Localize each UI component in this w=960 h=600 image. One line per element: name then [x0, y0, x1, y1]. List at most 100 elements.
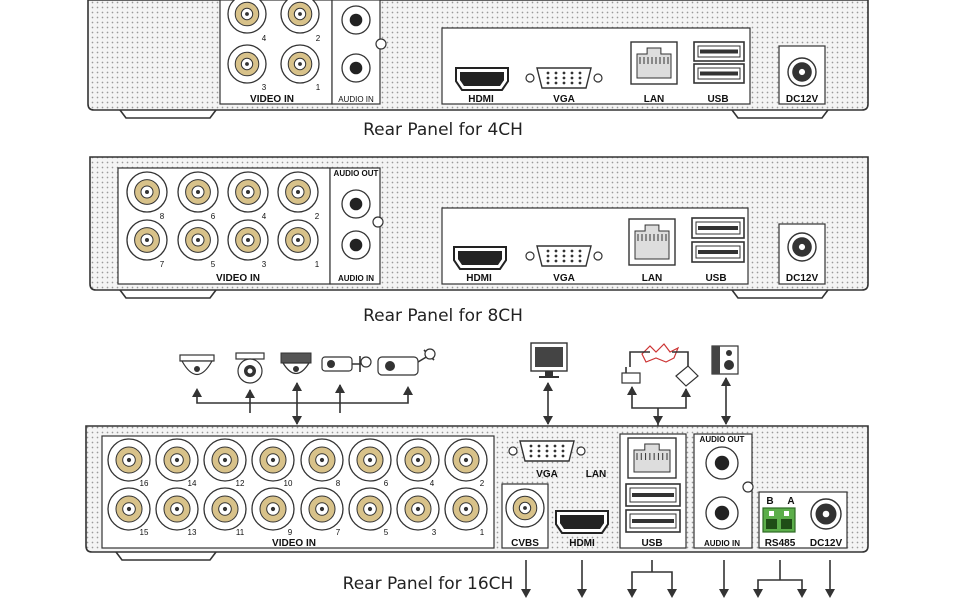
hdmi-label: HDMI: [468, 94, 494, 105]
ch16-num: 10: [284, 479, 293, 488]
audio-in-label: AUDIO IN: [338, 95, 374, 104]
usb-port: [693, 63, 745, 84]
arrowhead: [667, 589, 677, 598]
hdmi-port: [455, 67, 509, 91]
ch16-num: 4: [430, 479, 435, 488]
arrowhead: [577, 589, 587, 598]
audio-in-label: AUDIO IN: [338, 274, 374, 283]
audio-in-label: AUDIO IN: [704, 539, 740, 548]
rca-connector: [341, 5, 371, 35]
arrowhead: [543, 416, 553, 425]
usb-port: [625, 483, 681, 507]
bnc-connector: [251, 487, 295, 531]
audio-out-label: AUDIO OUT: [700, 435, 745, 444]
ch16-num: 5: [384, 528, 389, 537]
connection-lines-top: [196, 378, 727, 426]
ch4-num: 4: [262, 34, 267, 43]
bnc-connector: [107, 487, 151, 531]
usb-port: [625, 509, 681, 533]
ch8-num: 8: [160, 212, 165, 221]
ch8-num: 2: [315, 212, 320, 221]
dc12v-label: DC12V: [786, 94, 819, 105]
rca-connector: [341, 53, 371, 83]
rs485-b-label: B: [766, 496, 773, 507]
bnc-connector: [126, 171, 168, 213]
ch8-num: 6: [211, 212, 216, 221]
ch16-numbers-bottom: 15 13 11 9 7 5 3 1: [140, 528, 485, 537]
bnc-connector: [177, 171, 219, 213]
arrowhead: [721, 377, 731, 386]
arrowhead: [825, 589, 835, 598]
ch16-num: 1: [480, 528, 485, 537]
caption-8ch: Rear Panel for 8CH: [363, 306, 523, 326]
vga-port: [508, 440, 586, 462]
ch16-num: 13: [188, 528, 197, 537]
video-in-label: VIDEO IN: [216, 273, 260, 284]
arrowhead: [653, 416, 663, 425]
turret-camera-icon: [280, 352, 312, 375]
hdmi-port: [555, 510, 609, 534]
usb-port: [693, 41, 745, 62]
lan-port: [628, 218, 676, 266]
dome-camera-icon: [179, 354, 215, 376]
ch8-num: 7: [160, 260, 165, 269]
laptop-icon: [675, 365, 699, 387]
bnc-connector: [227, 44, 267, 84]
caption-16ch: Rear Panel for 16CH: [343, 574, 514, 594]
bnc-connector: [300, 438, 344, 482]
ch8-num: 4: [262, 212, 267, 221]
video-in-label: VIDEO IN: [272, 538, 316, 549]
dc12v-label: DC12V: [786, 273, 819, 284]
bnc-connector: [107, 438, 151, 482]
usb-port: [691, 217, 745, 239]
lan-label: LAN: [586, 469, 607, 480]
arrowhead: [753, 589, 763, 598]
bnc-connector: [203, 487, 247, 531]
usb-label: USB: [705, 273, 726, 284]
bnc-connector: [227, 171, 269, 213]
bnc-connector: [155, 487, 199, 531]
bnc-connector: [126, 219, 168, 261]
arrowheads-bottom: [521, 589, 835, 598]
rs485-label: RS485: [765, 538, 796, 549]
lan-label: LAN: [644, 94, 665, 105]
rs485-terminal: [762, 507, 796, 533]
vga-label: VGA: [536, 469, 558, 480]
ch16-num: 15: [140, 528, 149, 537]
bnc-connector: [348, 487, 392, 531]
bnc-connector: [177, 219, 219, 261]
panel-4ch: 4 2 3 1 VIDEO IN AUDIO IN HDMI VGA LAN U…: [87, 0, 869, 119]
ch16-num: 3: [432, 528, 437, 537]
dc12v-label: DC12V: [810, 538, 843, 549]
ch8-num: 1: [315, 260, 320, 269]
bnc-connector: [251, 438, 295, 482]
rca-connector: [341, 230, 371, 260]
arrowhead: [627, 589, 637, 598]
ch16-num: 14: [188, 479, 197, 488]
router-icon: [621, 367, 641, 384]
connectors: [107, 0, 842, 534]
bnc-connector: [277, 219, 319, 261]
bnc-connector: [280, 0, 320, 34]
ch16-numbers-top: 16 14 12 10 8 6 4 2: [140, 479, 485, 488]
ch16-num: 8: [336, 479, 341, 488]
lan-label: LAN: [642, 273, 663, 284]
vga-port: [525, 245, 603, 267]
arrowhead: [335, 384, 345, 393]
arrowhead: [627, 386, 637, 395]
usb-label: USB: [707, 94, 728, 105]
monitor-icon: [530, 342, 568, 378]
dc-power-jack: [810, 498, 842, 530]
bnc-connector: [227, 219, 269, 261]
arrowheads-top: [192, 377, 731, 425]
usb-label: USB: [641, 538, 662, 549]
ch16-num: 6: [384, 479, 389, 488]
rca-connector: [705, 446, 739, 480]
lan-port: [630, 41, 678, 85]
vga-label: VGA: [553, 273, 575, 284]
arrowhead: [543, 382, 553, 391]
bnc-connector: [396, 438, 440, 482]
arrowhead: [681, 388, 691, 397]
bnc-connector: [227, 0, 267, 34]
eyeball-camera-icon: [235, 352, 265, 384]
